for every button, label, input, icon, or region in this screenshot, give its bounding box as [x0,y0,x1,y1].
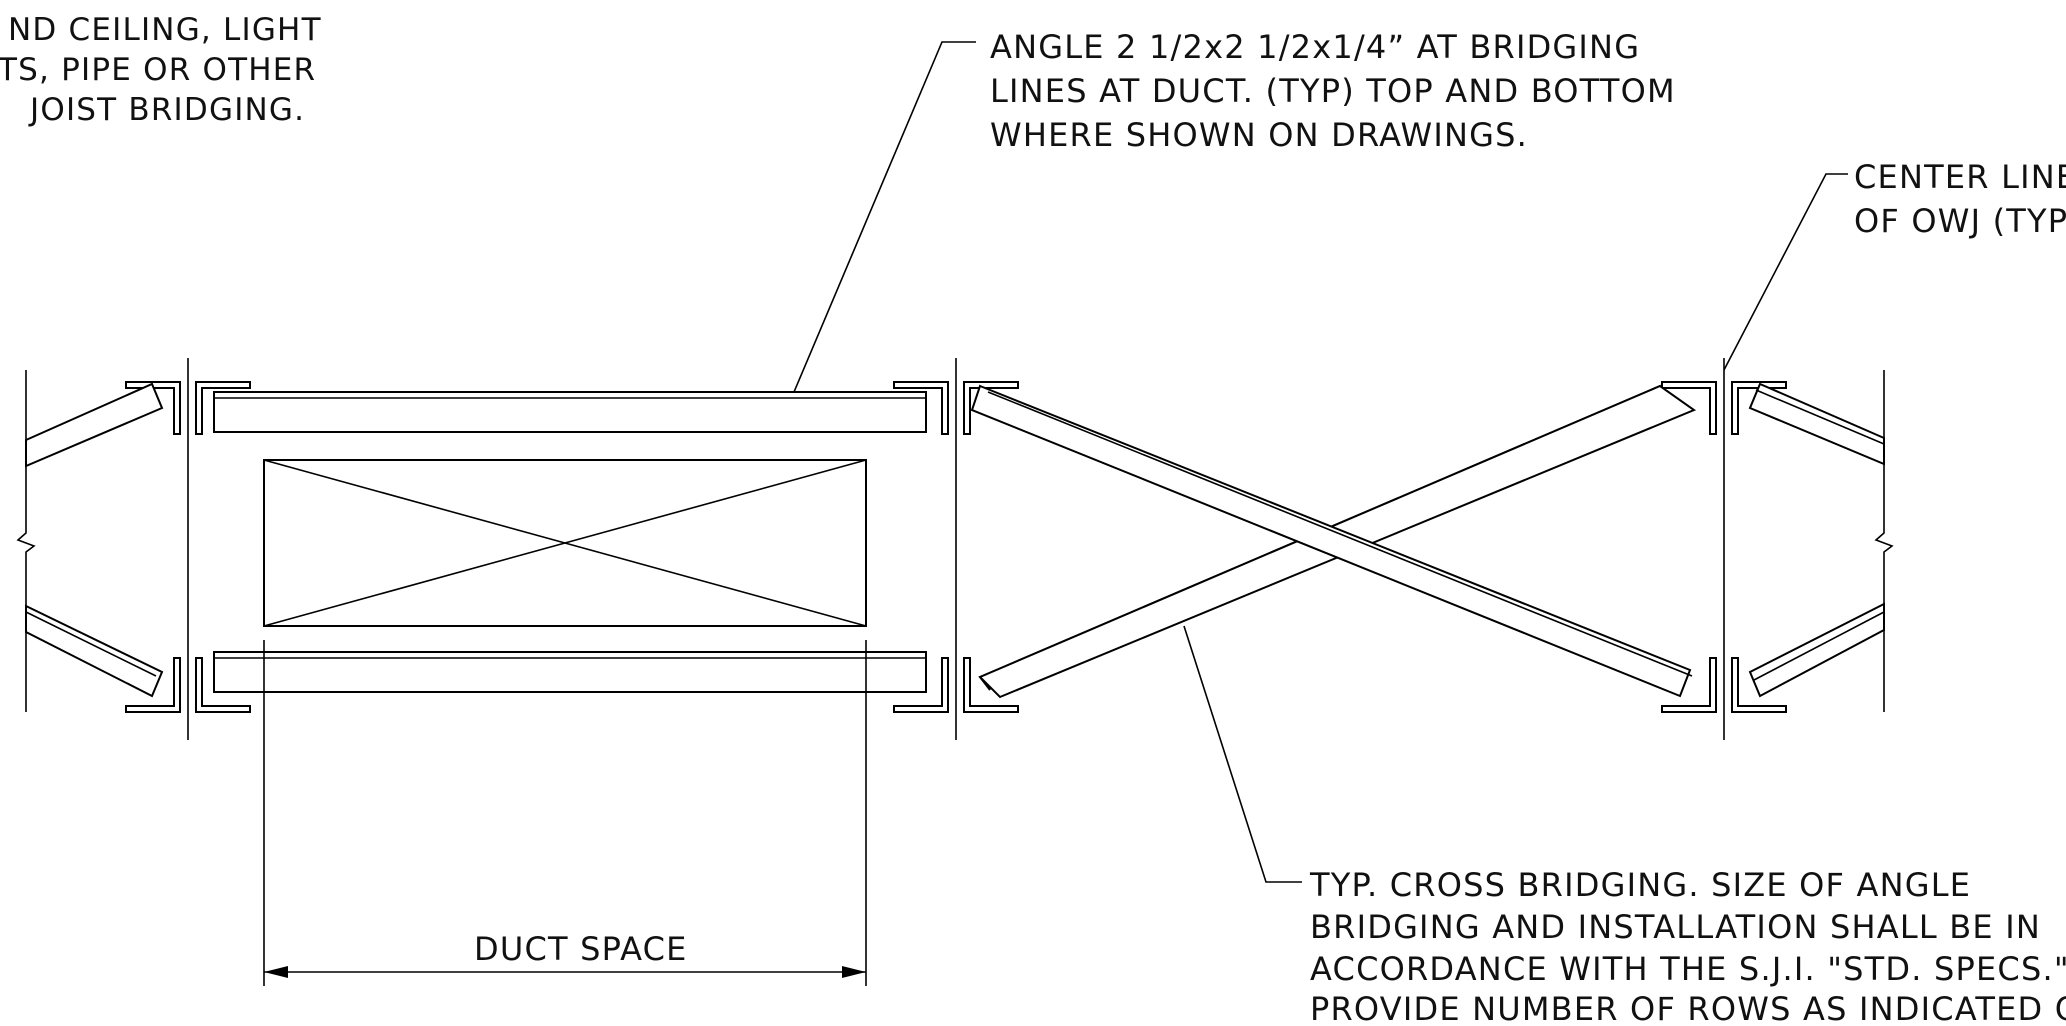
bridging-angle-edge [1753,611,1885,681]
cross-bridging-note-line: ACCORDANCE WITH THE S.J.I. "STD. SPECS." [1310,950,2066,988]
leader-cross-bridging-note [1183,625,1302,883]
bridging-angle-edge [1755,389,1885,445]
bridging-angle [1748,602,1885,698]
chord-angle [893,657,949,713]
duct-outline [263,459,867,627]
bridging-angle [1748,382,1885,466]
angle-note-line: WHERE SHOWN ON DRAWINGS. [990,116,1528,154]
break-line-left [16,370,36,712]
chord-angle [195,381,251,435]
arrowhead-right [842,966,866,978]
joist-lines [187,358,1725,740]
chord-angle [1661,657,1717,713]
bridging-angle [970,384,1692,698]
duct-space-dimension [263,640,867,986]
break-line-right [1874,370,1894,712]
corner-note-line: JOIST BRIDGING. [28,92,305,128]
bridging-angle-edge [25,611,157,677]
cross-bridging-note-line: TYP. CROSS BRIDGING. SIZE OF ANGLE [1309,866,1971,904]
angle-note-line: LINES AT DUCT. (TYP) TOP AND BOTTOM [990,72,1676,110]
duct-diagonal [263,459,867,627]
arrowhead-left [264,966,288,978]
chord-angle [963,381,1019,435]
chord-angle [1731,381,1787,435]
chord-angle [963,657,1019,713]
chord-angle [125,381,181,435]
chord-angle [893,381,949,435]
cross-bridging-note-line: BRIDGING AND INSTALLATION SHALL BE IN [1310,908,2041,946]
chord-angle [1731,657,1787,713]
cross-bridging-note: TYP. CROSS BRIDGING. SIZE OF ANGLE BRIDG… [1309,866,2066,1026]
chord-angle [195,657,251,713]
centerline-note-line: CENTER LINE [1854,158,2066,196]
angle-note-line: ANGLE 2 1/2x2 1/2x1/4” AT BRIDGING [990,28,1640,66]
duct [263,459,867,627]
duct-angles [213,391,927,693]
break-lines [16,370,1894,712]
bridging-angle-edge [987,391,1693,677]
cross-bridging-note-line: PROVIDE NUMBER OF ROWS AS INDICATED ON P… [1310,990,2066,1026]
corner-note-line: ND CEILING, LIGHT [8,12,322,48]
centerline-note-line: OF OWJ (TYP) [1854,202,2066,240]
angle-note: ANGLE 2 1/2x2 1/2x1/4” AT BRIDGING LINES… [990,28,1676,154]
corner-note: ND CEILING, LIGHT TS, PIPE OR OTHER JOIS… [0,12,322,128]
corner-note-line: TS, PIPE OR OTHER [0,52,316,88]
bridging-angle [25,382,164,468]
leader-centerline-note [1723,173,1848,371]
bridging-angle [25,604,164,698]
cross-bridging [25,382,1885,699]
chord-angle [125,657,181,713]
leaders [793,41,1848,883]
duct-space-label: DUCT SPACE [474,930,688,968]
centerline-note: CENTER LINE OF OWJ (TYP) [1854,158,2066,240]
leader-angle-note [793,41,976,393]
